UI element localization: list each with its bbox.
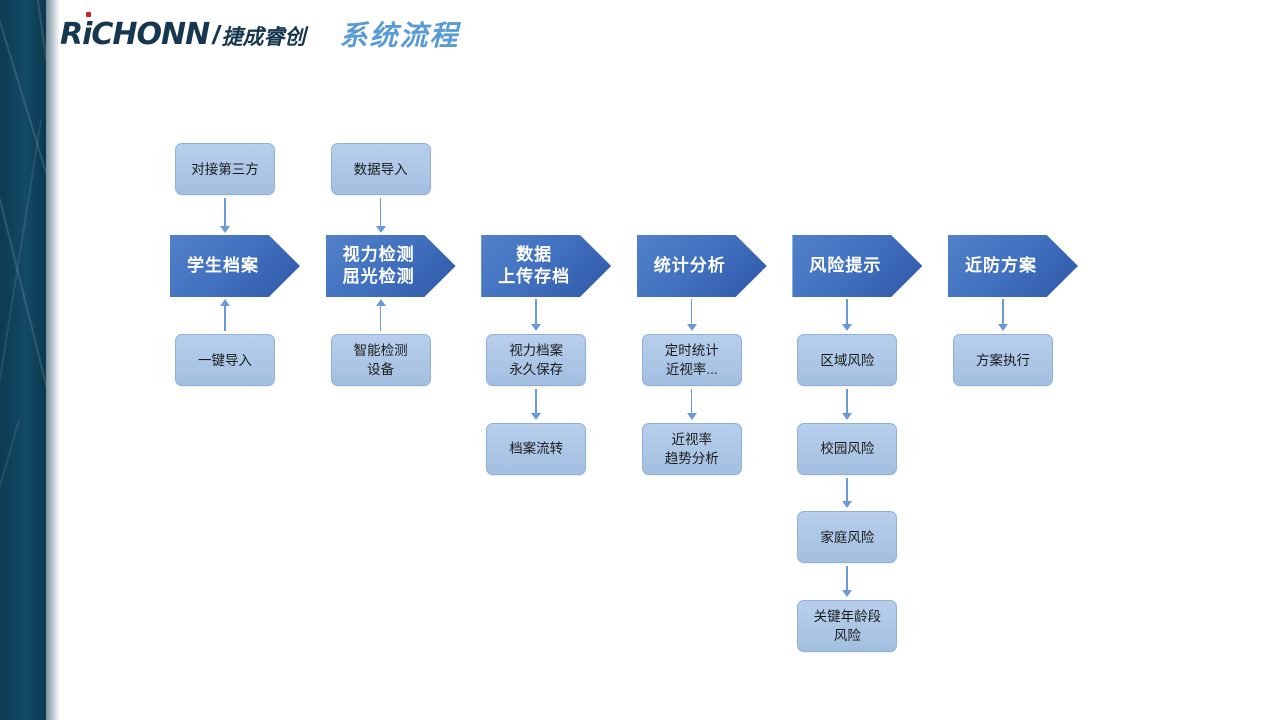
- node-one-click-import[interactable]: 一键导入: [175, 334, 275, 386]
- stage-chevron-vision-refraction-test[interactable]: 视力检测 屈光检测: [325, 235, 456, 297]
- arrow-third-party-docking-to-student-archive: [218, 198, 232, 233]
- arrow-head-icon: [220, 299, 230, 306]
- arrow-smart-test-device-to-vision-refraction-test: [374, 299, 388, 331]
- arrow-head-icon: [220, 226, 230, 233]
- stage-chevron-risk-alert[interactable]: 风险提示: [792, 235, 923, 297]
- left-decorative-band: [0, 0, 46, 720]
- stage-chevron-student-archive[interactable]: 学生档案: [170, 235, 300, 297]
- logo-wordmark: RiCHONN: [60, 16, 210, 52]
- arrow-campus-risk-to-family-risk: [840, 477, 854, 508]
- page-header: RiCHONN / 捷成睿创 系统流程: [60, 10, 459, 58]
- arrow-head-icon: [375, 226, 386, 233]
- node-vision-archive-permanent[interactable]: 视力档案 永久保存: [486, 334, 587, 386]
- page-title: 系统流程: [339, 19, 460, 52]
- stage-chevron-prevention-plan[interactable]: 近防方案: [948, 235, 1078, 297]
- arrow-head-icon: [531, 324, 542, 331]
- logo-separator: /: [212, 19, 220, 50]
- arrow-head-icon: [998, 324, 1008, 331]
- arrow-vision-archive-permanent-to-archive-circulation: [529, 389, 543, 420]
- node-archive-circulation[interactable]: 档案流转: [486, 422, 587, 475]
- arrow-prevention-plan-to-plan-execution: [996, 299, 1010, 331]
- arrow-head-icon: [686, 412, 697, 420]
- arrow-scheduled-myopia-rate-stats-to-myopia-rate-trend-analysis: [685, 389, 699, 420]
- arrow-head-icon: [375, 299, 386, 306]
- arrow-head-icon: [686, 324, 697, 331]
- logo-accent-dot: [86, 12, 91, 17]
- arrow-family-risk-to-key-age-group-risk: [840, 566, 854, 597]
- arrow-data-upload-archive-to-vision-archive-permanent: [529, 299, 543, 331]
- stage-chevron-statistical-analysis[interactable]: 统计分析: [636, 235, 767, 297]
- node-myopia-rate-trend-analysis[interactable]: 近视率 趋势分析: [641, 422, 742, 475]
- logo-chinese-name: 捷成睿创: [221, 24, 306, 49]
- node-campus-risk[interactable]: 校园风险: [797, 422, 898, 475]
- arrow-risk-alert-to-regional-risk: [840, 299, 854, 331]
- arrow-statistical-analysis-to-scheduled-myopia-rate-stats: [685, 299, 699, 331]
- node-key-age-group-risk[interactable]: 关键年龄段 风险: [797, 599, 898, 652]
- arrow-one-click-import-to-student-archive: [218, 299, 232, 331]
- arrow-data-import-to-vision-refraction-test: [374, 198, 388, 233]
- stage-chevron-data-upload-archive[interactable]: 数据 上传存档: [481, 235, 612, 297]
- node-scheduled-myopia-rate-stats[interactable]: 定时统计 近视率...: [641, 334, 742, 386]
- arrow-head-icon: [842, 412, 853, 420]
- node-family-risk[interactable]: 家庭风险: [797, 511, 898, 563]
- node-regional-risk[interactable]: 区域风险: [797, 334, 898, 386]
- richonn-logo: RiCHONN / 捷成睿创: [60, 12, 306, 52]
- node-data-import[interactable]: 数据导入: [330, 143, 431, 195]
- node-plan-execution[interactable]: 方案执行: [953, 334, 1053, 386]
- node-smart-test-device[interactable]: 智能检测 设备: [330, 334, 431, 386]
- arrow-regional-risk-to-campus-risk: [840, 389, 854, 420]
- arrow-head-icon: [531, 412, 542, 420]
- arrow-head-icon: [842, 501, 853, 508]
- arrow-head-icon: [842, 589, 853, 597]
- band-edge-shadow: [46, 0, 60, 720]
- node-third-party-docking[interactable]: 对接第三方: [175, 143, 275, 195]
- arrow-head-icon: [842, 324, 853, 331]
